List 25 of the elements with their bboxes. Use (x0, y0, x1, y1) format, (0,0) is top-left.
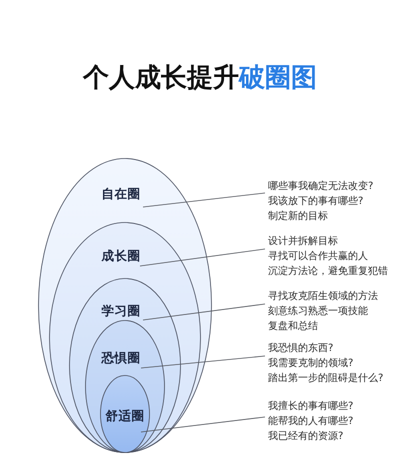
note-text: 哪些事我确定无法改变? (268, 180, 374, 194)
zone-label: 自在圈 (102, 186, 140, 201)
zone-label: 成长圈 (102, 248, 140, 263)
title: 个人成长提升破圈图 (83, 62, 317, 94)
note-text: 我需要克制的领域? (268, 356, 354, 371)
leader-line (140, 248, 266, 266)
note-text: 制定新的目标 (268, 210, 328, 224)
note-text: 能帮我的人有哪些? (268, 414, 354, 429)
zone-label: 学习圈 (102, 303, 140, 318)
note-text: 复盘和总结 (268, 320, 318, 334)
note-text: 我恐惧的东西? (268, 342, 334, 356)
zone-label: 舒适圈 (106, 408, 144, 423)
note-text: 踏出第一步的阻碍是什么? (268, 372, 384, 386)
zone-label: 恐惧圈 (102, 350, 140, 365)
leader-line (142, 304, 266, 320)
leader-line (140, 356, 266, 368)
note-text: 寻找可以合作共赢的人 (268, 250, 368, 264)
note-text: 寻找攻克陌生领域的方法 (268, 290, 378, 304)
note-text: 我该放下的事有哪些? (268, 194, 364, 209)
note-text: 我已经有的资源? (268, 430, 344, 444)
leader-line (142, 192, 266, 208)
note-text: 设计并拆解目标 (268, 234, 338, 249)
note-text: 沉淀方法论，避免重复犯错 (268, 264, 388, 279)
note-text: 我擅长的事有哪些? (268, 400, 354, 414)
note-text: 刻意练习熟悉一项技能 (268, 304, 368, 319)
